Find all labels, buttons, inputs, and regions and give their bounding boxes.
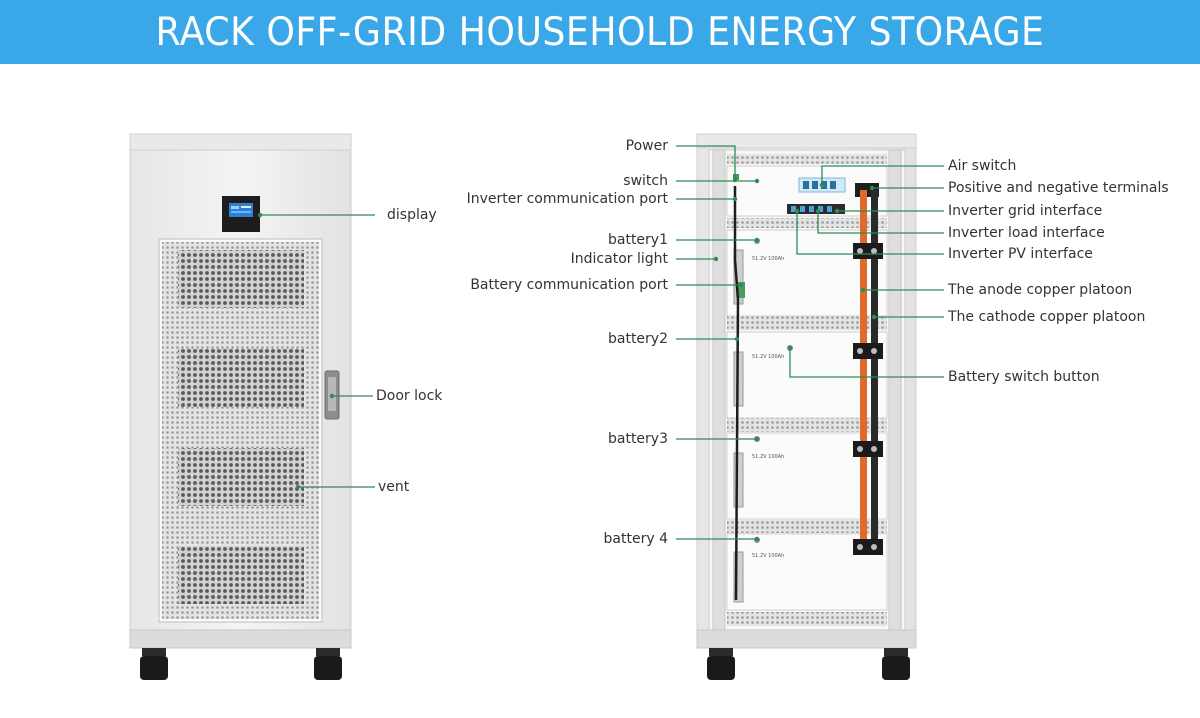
communication-cable (733, 186, 740, 601)
label-pos-neg-terminals: Positive and negative terminals (948, 180, 1169, 196)
label-inverter-grid: Inverter grid interface (948, 203, 1103, 219)
label-inverter-pv: Inverter PV interface (948, 246, 1093, 262)
inside-casters (707, 648, 910, 680)
label-switch: switch (623, 173, 668, 189)
label-air-switch: Air switch (948, 158, 1017, 174)
label-vent: vent (378, 479, 410, 495)
copper-busbars (853, 190, 883, 555)
module-2-caption: 51.2V 100Ah (752, 354, 784, 360)
label-battery2: battery2 (607, 331, 668, 347)
label-battery-switch-button: Battery switch button (948, 369, 1100, 385)
module-3-caption: 51.2V 100Ah (752, 454, 784, 460)
leader-dots (257, 177, 877, 542)
display-panel (222, 196, 260, 232)
front-casters (140, 648, 342, 680)
module-1-caption: 51.2V 100Ah (752, 256, 784, 262)
leader-lines (260, 145, 944, 540)
label-battery3: battery3 (607, 431, 668, 447)
label-door-lock: Door lock (376, 388, 443, 404)
label-inverter-load: Inverter load interface (948, 225, 1105, 241)
label-battery-comm-port: Battery communication port (470, 277, 668, 293)
label-cathode-platoon: The cathode copper platoon (948, 309, 1146, 325)
label-indicator-light: Indicator light (570, 251, 668, 267)
front-cabinet (129, 133, 352, 680)
label-inverter-comm-port: Inverter communication port (466, 191, 668, 207)
label-power: Power (625, 138, 668, 154)
label-anode-platoon: The anode copper platoon (948, 282, 1133, 298)
title-banner: RACK OFF-GRID HOUSEHOLD ENERGY STORAGE (0, 0, 1200, 64)
module-captions: 51.2V 100Ah 51.2V 100Ah 51.2V 100Ah 51.2… (752, 256, 784, 559)
page-title: RACK OFF-GRID HOUSEHOLD ENERGY STORAGE (155, 9, 1045, 55)
label-battery4: battery 4 (603, 531, 668, 547)
inside-rack: 51.2V 100Ah 51.2V 100Ah 51.2V 100Ah 51.2… (696, 133, 917, 680)
front-vent-grilles (178, 250, 304, 604)
module-4-caption: 51.2V 100Ah (752, 553, 784, 559)
label-battery1: battery1 (607, 232, 668, 248)
label-display: display (387, 207, 437, 223)
